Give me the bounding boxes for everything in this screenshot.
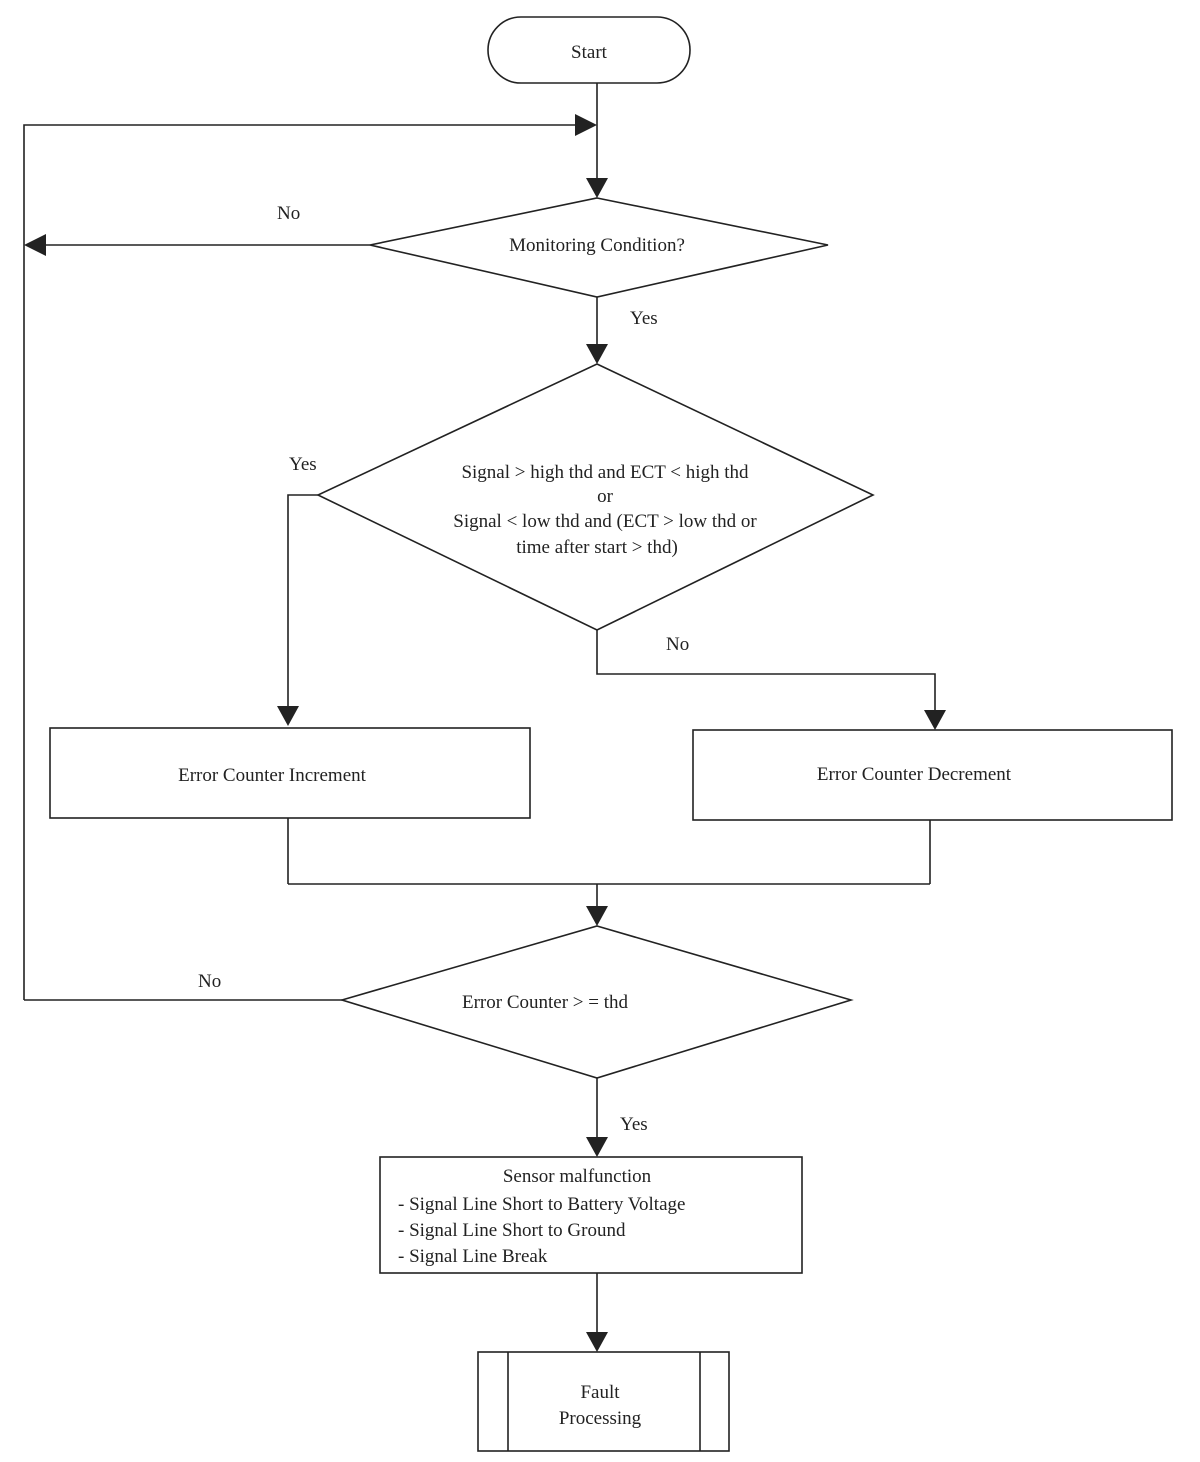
malfunction-item: - Signal Line Short to Ground bbox=[398, 1220, 626, 1241]
arrowhead-loop-return bbox=[575, 114, 597, 136]
monitoring-decision-label: Monitoring Condition? bbox=[509, 235, 685, 256]
monitoring-no-label: No bbox=[277, 203, 300, 224]
signal-condition-line-2: or bbox=[597, 486, 614, 507]
error-counter-decision: Error Counter > = thd bbox=[339, 925, 854, 1079]
increment-process-label: Error Counter Increment bbox=[178, 765, 367, 786]
arrowhead-into-malfunction bbox=[586, 1137, 608, 1157]
start-label: Start bbox=[571, 42, 608, 63]
arrowhead-into-decrement bbox=[924, 710, 946, 730]
arrowhead-monitoring-no bbox=[24, 234, 46, 256]
decrement-process-label: Error Counter Decrement bbox=[817, 764, 1012, 785]
increment-process: Error Counter Increment bbox=[49, 727, 531, 819]
signal-threshold-decision: Signal > high thd and ECT < high thd or … bbox=[316, 363, 875, 631]
counter-no-label: No bbox=[198, 971, 221, 992]
arrowhead-into-counter bbox=[586, 906, 608, 926]
sensor-malfunction-box: Sensor malfunction - Signal Line Short t… bbox=[379, 1156, 803, 1274]
connector-signal-no bbox=[596, 630, 936, 712]
signal-yes-label: Yes bbox=[289, 454, 317, 475]
arrowheads bbox=[24, 114, 946, 1352]
fault-label-line-1: Fault bbox=[580, 1382, 620, 1403]
signal-no-label: No bbox=[666, 634, 689, 655]
monitoring-decision: Monitoring Condition? bbox=[369, 197, 829, 298]
arrowhead-into-fault bbox=[586, 1332, 608, 1352]
malfunction-item: - Signal Line Break bbox=[398, 1246, 548, 1267]
connector-loop-left-rail bbox=[23, 124, 580, 1000]
signal-condition-line-3: Signal < low thd and (ECT > low thd or bbox=[453, 511, 757, 532]
counter-yes-label: Yes bbox=[620, 1114, 648, 1135]
signal-condition-line-1: Signal > high thd and ECT < high thd bbox=[461, 462, 749, 483]
edge-labels: No Yes Yes No No Yes bbox=[198, 203, 689, 1135]
arrowhead-into-signal bbox=[586, 344, 608, 364]
fault-processing-box: Fault Processing bbox=[477, 1351, 730, 1452]
arrowhead-into-increment bbox=[277, 706, 299, 726]
decrement-process: Error Counter Decrement bbox=[692, 729, 1173, 821]
error-counter-decision-label: Error Counter > = thd bbox=[462, 992, 629, 1013]
connector-signal-yes bbox=[287, 494, 318, 708]
signal-condition-line-4: time after start > thd) bbox=[516, 537, 678, 558]
fault-label-line-2: Processing bbox=[559, 1408, 642, 1429]
arrowhead-into-monitoring bbox=[586, 178, 608, 198]
monitoring-yes-label: Yes bbox=[630, 308, 658, 329]
malfunction-item: - Signal Line Short to Battery Voltage bbox=[398, 1194, 685, 1215]
malfunction-title: Sensor malfunction bbox=[503, 1166, 652, 1187]
start-terminator: Start bbox=[487, 16, 691, 84]
connectors bbox=[23, 83, 936, 1334]
